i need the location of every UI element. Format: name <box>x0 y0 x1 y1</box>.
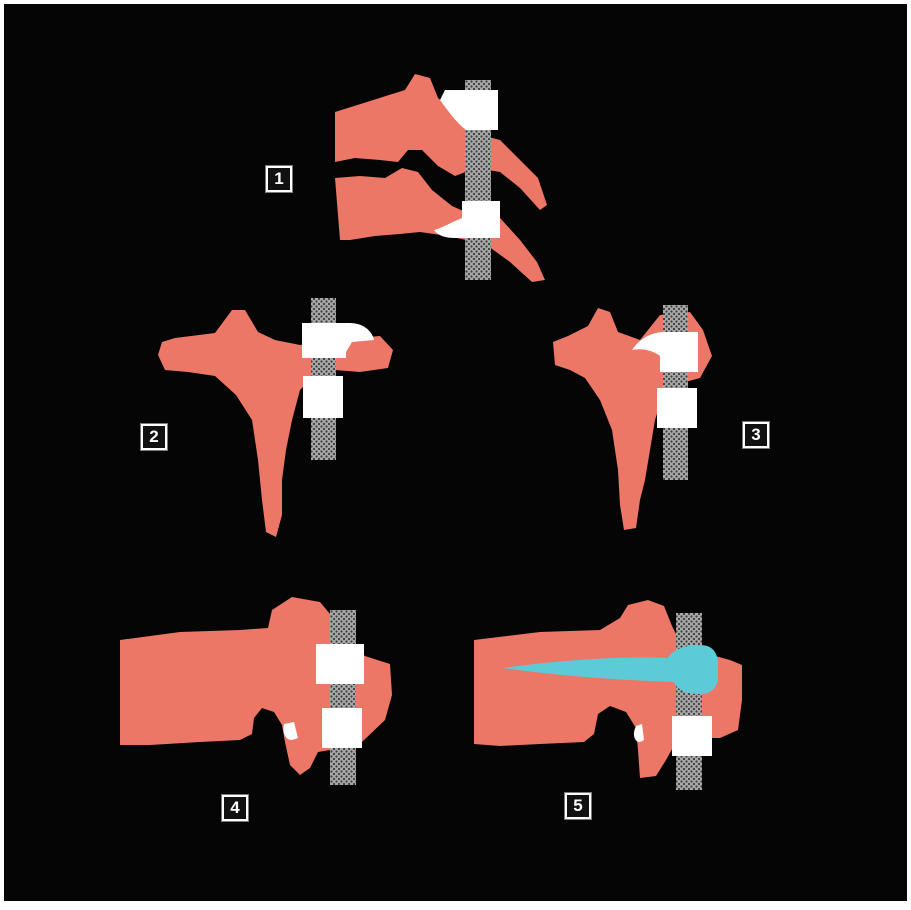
lower-clamp <box>322 708 362 748</box>
panel-label-3: 3 <box>743 422 769 448</box>
panel-label-2: 2 <box>141 424 167 450</box>
panel-label-5: 5 <box>565 793 591 819</box>
spinal-rod <box>330 610 356 785</box>
panel-label-1: 1 <box>266 166 292 192</box>
lower-clamp <box>657 388 697 428</box>
panel-label-4: 4 <box>222 795 248 821</box>
spinal-rod <box>676 613 702 790</box>
lower-clamp <box>303 376 343 418</box>
lower-clamp <box>672 716 712 756</box>
upper-clamp <box>316 644 364 684</box>
